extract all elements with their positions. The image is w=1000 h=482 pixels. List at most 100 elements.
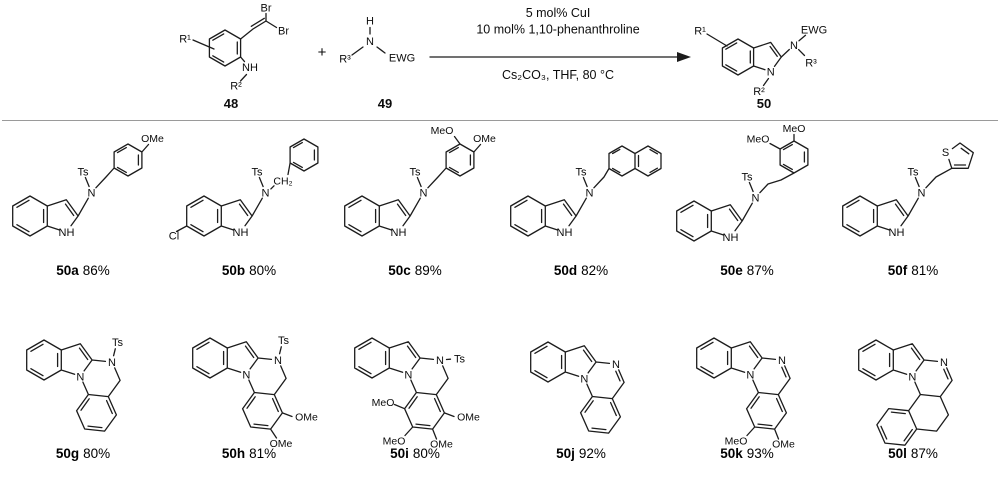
condition-line-3: Cs₂CO₃, THF, 80 °C: [502, 68, 614, 82]
atom-label-ome: OMe: [772, 439, 795, 450]
atom-label-r3: R³: [805, 58, 817, 70]
compound-number-50: 50: [757, 96, 771, 111]
structure-50b: NH Cl N Ts CH₂: [169, 138, 319, 243]
bonds: [530, 341, 625, 434]
atom-label-br-top: Br: [261, 3, 272, 15]
compound-number: 50d: [553, 263, 578, 278]
plus-sign: +: [318, 44, 327, 61]
atom-label-s: S: [942, 147, 949, 159]
compound-49: H N R³ EWG 49: [339, 16, 415, 112]
atom-label-r1: R¹: [179, 34, 191, 46]
structure-50f: NH N Ts S: [842, 142, 974, 239]
bonds: [510, 145, 662, 237]
aromatic-inner-bonds: [725, 42, 751, 72]
atom-label-nh: NH: [242, 62, 258, 74]
yield-value: 82%: [581, 263, 609, 278]
atom-label-n1: N: [76, 371, 84, 383]
atom-label-ts: Ts: [454, 354, 466, 366]
atom-label-ts: Ts: [252, 167, 264, 179]
compound-number: 50b: [221, 263, 246, 278]
compound-number: 50h: [221, 446, 246, 461]
yield-value: 87%: [746, 263, 774, 278]
atom-label-nh: NH: [889, 227, 905, 239]
bonds: [192, 337, 293, 439]
compound-48: R¹ Br Br NH R² 48: [179, 3, 289, 112]
r1-bond: [706, 33, 728, 47]
yield-value: 80%: [83, 446, 111, 461]
atom-label-n3: N: [940, 357, 948, 369]
bonds: [344, 135, 482, 237]
bonds: [696, 337, 791, 440]
atom-label-br-right: Br: [278, 26, 289, 38]
atom-label-r3: R³: [339, 54, 351, 66]
compound-number: 50f: [887, 263, 908, 278]
atom-label-n3: N: [436, 355, 444, 367]
atom-label-n3: N: [274, 355, 282, 367]
atom-label-ewg: EWG: [389, 53, 415, 65]
r3-bond: [797, 48, 806, 57]
atom-label-h: H: [366, 16, 374, 28]
atom-label-r1: R¹: [694, 26, 706, 38]
yield-value: 81%: [249, 446, 277, 461]
atom-label-meo1: MeO: [372, 397, 395, 409]
atom-label-meo-top: MeO: [783, 123, 806, 135]
atom-label-nh: NH: [233, 227, 249, 239]
atom-label-meo: MeO: [431, 125, 454, 137]
reaction-scheme: R¹ Br Br NH R² 48 + H N R³ EWG 49 5 mol%…: [179, 3, 827, 112]
bonds: [208, 29, 242, 67]
structure-50k: N N MeO OMe: [696, 337, 795, 450]
reaction-arrow: 5 mol% CuI 10 mol% 1,10-phenanthroline C…: [429, 6, 691, 82]
atom-label-ome: OMe: [473, 133, 496, 145]
condition-line-1: 5 mol% CuI: [526, 6, 591, 20]
bonds: [858, 339, 953, 446]
r1-bond: [192, 39, 215, 50]
compound-number: 50c: [388, 263, 411, 278]
bonds: [842, 142, 974, 237]
structure-50c: NH N Ts OMe MeO: [344, 125, 496, 239]
atom-label-n: N: [586, 188, 594, 200]
r2-bond: [239, 73, 248, 82]
compound-number: 50j: [556, 446, 575, 461]
structure-50d: NH N Ts: [510, 145, 662, 239]
atom-label-n1: N: [242, 369, 250, 381]
compound-number-49: 49: [378, 96, 392, 111]
structure-50h: N N Ts OMe OMe: [192, 335, 318, 449]
compound-number: 50g: [55, 446, 80, 461]
atom-label-cl: Cl: [169, 231, 179, 243]
atom-label-n-ring: N: [767, 67, 775, 79]
structure-50a: NH N Ts OMe: [12, 133, 164, 239]
compound-number: 50e: [720, 263, 743, 278]
yield-value: 86%: [82, 263, 110, 278]
atom-label-ome1: OMe: [295, 412, 318, 424]
bonds: [721, 38, 755, 76]
structure-50i: N N Ts MeO MeO OMe OMe: [354, 337, 480, 449]
compound-number: 50l: [888, 446, 907, 461]
atom-label-meo-left: MeO: [747, 134, 770, 146]
atom-label-ts: Ts: [742, 172, 754, 184]
atom-label-n1: N: [746, 369, 754, 381]
atom-label-r2: R²: [753, 86, 765, 98]
yield-value: 81%: [911, 263, 939, 278]
atom-label-n: N: [420, 188, 428, 200]
atom-label-r2: R²: [230, 81, 242, 93]
bonds: [175, 138, 319, 237]
atom-label-ts: Ts: [278, 335, 290, 347]
atom-label-ome2: OMe: [270, 438, 293, 449]
structure-50j: N N: [530, 341, 625, 434]
atom-label-n: N: [88, 188, 96, 200]
